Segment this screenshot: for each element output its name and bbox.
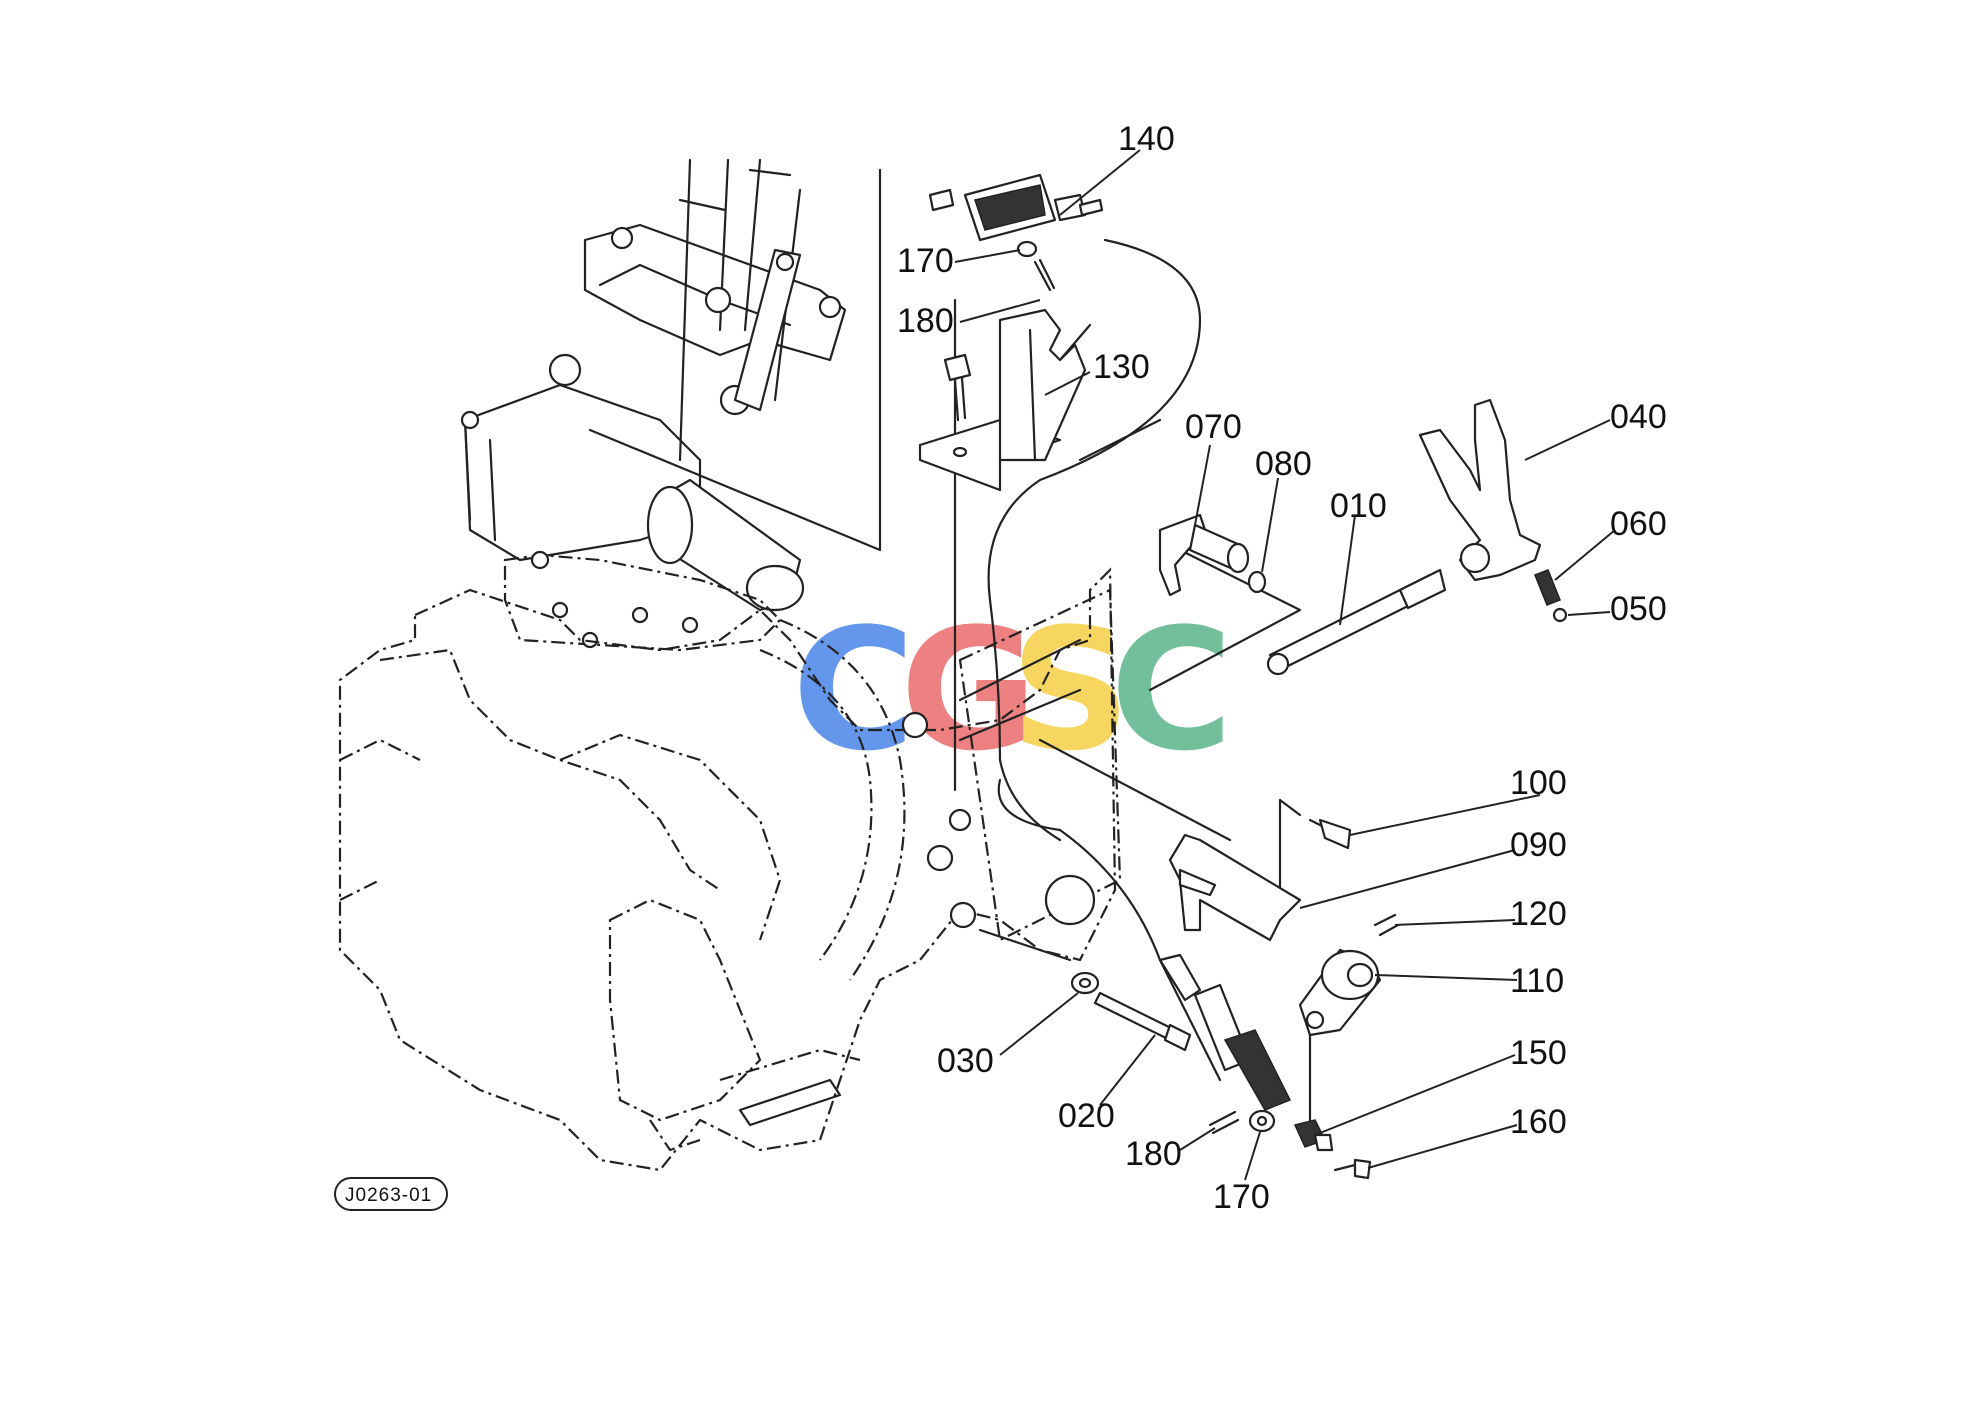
part-140-cable-end	[928, 173, 1104, 242]
label-040: 040	[1610, 398, 1667, 436]
part-130-bracket	[918, 308, 1087, 492]
part-070-lever	[1158, 513, 1250, 597]
leader-lines	[954, 149, 1616, 1181]
part-100-bolt	[1308, 818, 1352, 850]
drawing-reference-badge: J0263-01	[334, 1177, 448, 1211]
label-170-bottom: 170	[1213, 1178, 1270, 1216]
label-010: 010	[1330, 487, 1387, 525]
label-090: 090	[1510, 826, 1567, 864]
label-060: 060	[1610, 505, 1667, 543]
label-070: 070	[1185, 408, 1242, 446]
part-050-ball	[1552, 607, 1568, 623]
part-080-oring	[1247, 570, 1267, 594]
part-labels: 140 170 180 130 070 080 010 040 060 050 …	[897, 120, 1667, 1216]
part-180-pin-top	[1033, 258, 1056, 292]
label-020: 020	[1058, 1097, 1115, 1135]
part-090-plate	[1168, 833, 1302, 942]
part-040-shift-fork	[1418, 398, 1542, 582]
part-110-lever	[1298, 948, 1382, 1037]
watermark-letter-g: G	[900, 592, 1038, 788]
label-080: 080	[1255, 445, 1312, 483]
label-030: 030	[937, 1042, 994, 1080]
label-170-top: 170	[897, 242, 954, 280]
part-150-clevis	[1293, 1119, 1334, 1152]
part-120-pin	[1373, 913, 1400, 937]
part-160-bolt	[1333, 1158, 1372, 1180]
label-050: 050	[1610, 590, 1667, 628]
part-010-shift-rod	[1266, 568, 1447, 676]
label-160: 160	[1510, 1103, 1567, 1141]
label-120: 120	[1510, 895, 1567, 933]
engine-assembly	[338, 158, 1122, 1172]
cable-routing	[588, 168, 1312, 1122]
drawing-reference-text: J0263-01	[345, 1185, 432, 1206]
label-180-top: 180	[897, 302, 954, 340]
lower-cable-end	[1158, 953, 1292, 1111]
part-170-washer-top	[1016, 240, 1038, 258]
watermark-letter-c1: C	[792, 592, 915, 788]
label-140: 140	[1118, 120, 1175, 158]
part-030-washer	[1070, 971, 1100, 995]
label-110: 110	[1510, 962, 1564, 1000]
part-170-washer-lower	[1248, 1109, 1276, 1133]
label-180-bottom: 180	[1125, 1135, 1182, 1173]
part-020-bolt	[1093, 991, 1192, 1052]
watermark-letter-c2: C	[1110, 592, 1233, 788]
label-130: 130	[1093, 348, 1150, 386]
bolt-bracket	[943, 353, 972, 422]
part-060-spring	[1534, 569, 1561, 606]
label-100: 100	[1510, 764, 1567, 802]
watermark: C G S C	[792, 592, 1233, 788]
part-180-pin-lower	[1208, 1110, 1240, 1135]
label-150: 150	[1510, 1034, 1567, 1072]
